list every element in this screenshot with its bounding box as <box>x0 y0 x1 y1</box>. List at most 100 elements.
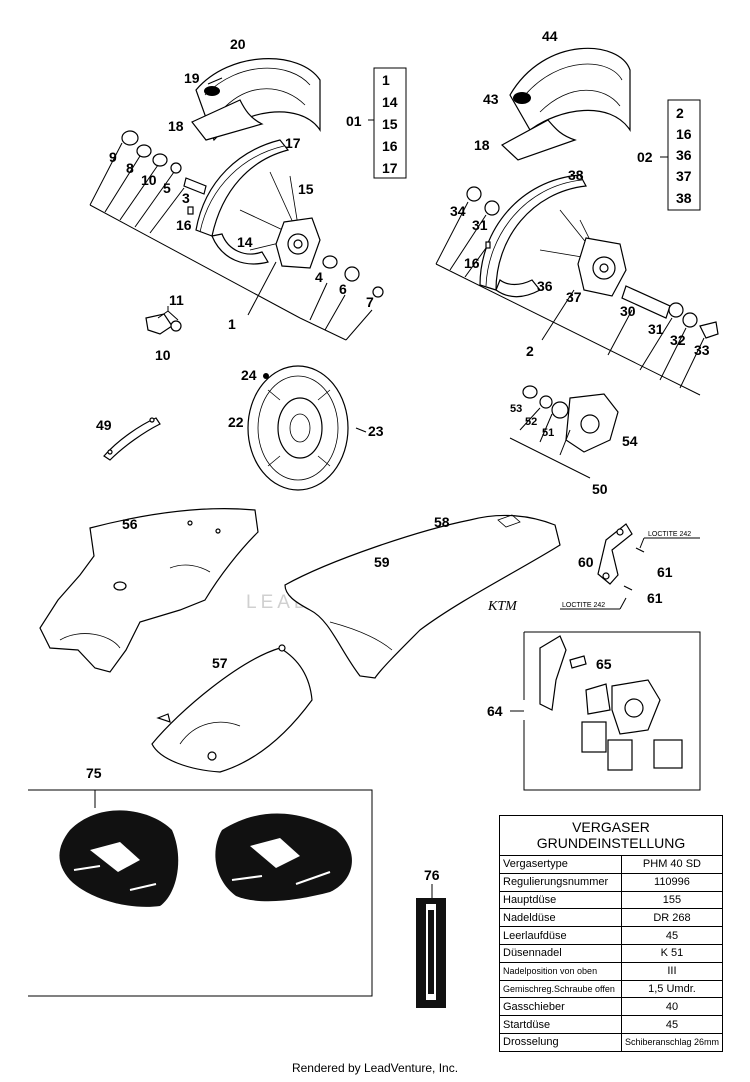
callout: 60 <box>578 554 594 570</box>
callout: 61 <box>647 590 663 606</box>
setting-name: Nadelposition von oben <box>500 962 622 981</box>
callout: 75 <box>86 765 102 781</box>
callout: 30 <box>620 303 636 319</box>
callout: 15 <box>298 181 314 197</box>
loctite-note: LOCTITE 242 <box>562 602 605 609</box>
callout: 37 <box>566 289 582 305</box>
callout: 61 <box>657 564 673 580</box>
disc-bolt-24 <box>263 373 269 379</box>
setting-name: Gasschieber <box>500 997 622 1017</box>
callout: 51 <box>542 427 554 439</box>
footer-credit: Rendered by LeadVenture, Inc. <box>291 1061 459 1075</box>
callout: 6 <box>339 281 347 297</box>
callout: 56 <box>122 516 138 532</box>
setting-value: PHM 40 SD <box>620 856 722 874</box>
callout: 43 <box>483 91 499 107</box>
rear-fender-56 <box>39 508 259 673</box>
callout: 02 <box>637 149 653 165</box>
decal-right <box>215 813 352 902</box>
setting-name: Drosselung <box>503 1036 559 1049</box>
setting-value: 45 <box>620 926 722 945</box>
callout: 34 <box>450 203 466 219</box>
callout: 31 <box>648 321 664 337</box>
brake-disc <box>247 365 349 491</box>
callout: 17 <box>285 135 301 151</box>
callout: 57 <box>212 655 228 671</box>
callout: 01 <box>346 113 362 129</box>
callout: 58 <box>434 514 450 530</box>
setting-value: 155 <box>620 891 722 910</box>
kit-02-item: 37 <box>676 168 692 184</box>
callout: 64 <box>487 703 503 719</box>
setting-value: 40 <box>620 997 722 1017</box>
setting-name: Startdüse <box>500 1015 622 1034</box>
kit-01-item: 17 <box>382 160 398 176</box>
kit-02-item: 38 <box>676 190 692 206</box>
front-hub <box>275 217 321 269</box>
setting-name: Nadeldüse <box>500 908 622 928</box>
front-leader-lines <box>89 77 374 341</box>
callout: 52 <box>525 416 537 428</box>
callout: 23 <box>368 423 384 439</box>
bracket-60 <box>560 523 700 610</box>
setting-value: 1,5 Umdr. <box>620 980 722 999</box>
kit-02-item: 36 <box>676 147 692 163</box>
callout: 8 <box>126 160 134 176</box>
callout: 22 <box>228 414 244 430</box>
setting-value: 110996 <box>620 873 722 892</box>
kit-01-item: 1 <box>382 72 390 88</box>
rear-leader-lines <box>435 156 705 396</box>
callout: 11 <box>169 292 184 308</box>
setting-name: Vergasertype <box>500 856 622 874</box>
setting-name: Gemischreg.Schraube offen <box>500 980 622 999</box>
callout: 31 <box>472 217 488 233</box>
callout: 7 <box>366 294 374 310</box>
callout: 9 <box>109 149 117 165</box>
kit-02-box <box>667 99 701 211</box>
callout: 50 <box>592 481 608 497</box>
seat-58: KTM <box>284 514 561 679</box>
callout: 3 <box>182 190 190 206</box>
bracket-49 <box>103 417 161 461</box>
callout: 18 <box>168 118 184 134</box>
callout: 16 <box>464 255 480 271</box>
decal-frame-75 <box>28 789 373 997</box>
rear-axle-parts <box>466 186 719 339</box>
front-rim <box>195 139 301 265</box>
callout: 16 <box>176 217 192 233</box>
callout: 49 <box>96 417 112 433</box>
callout: 10 <box>141 172 157 188</box>
side-cover-57 <box>151 644 313 773</box>
callout: 4 <box>315 269 323 285</box>
setting-name: Düsennadel <box>500 944 622 963</box>
disc-screw-23 <box>355 427 367 433</box>
callout: 54 <box>622 433 638 449</box>
rear-tire <box>500 47 631 161</box>
kit-01-item: 16 <box>382 138 398 154</box>
callout: 10 <box>155 347 171 363</box>
callout: 44 <box>542 28 558 44</box>
callout: 14 <box>237 234 253 250</box>
callout: 59 <box>374 554 390 570</box>
callout: 19 <box>184 70 200 86</box>
decal-left <box>59 810 179 907</box>
kit-01-item: 14 <box>382 94 398 110</box>
setting-name: Regulierungsnummer <box>500 873 622 892</box>
kit-02-item: 16 <box>676 126 692 142</box>
setting-value: Schiberanschlag 26mm <box>620 1033 722 1051</box>
callout: 36 <box>537 278 553 294</box>
callout: 32 <box>670 332 686 348</box>
callout: 24 <box>241 367 257 383</box>
kit-01-box <box>373 67 407 179</box>
callout: 20 <box>230 36 246 52</box>
